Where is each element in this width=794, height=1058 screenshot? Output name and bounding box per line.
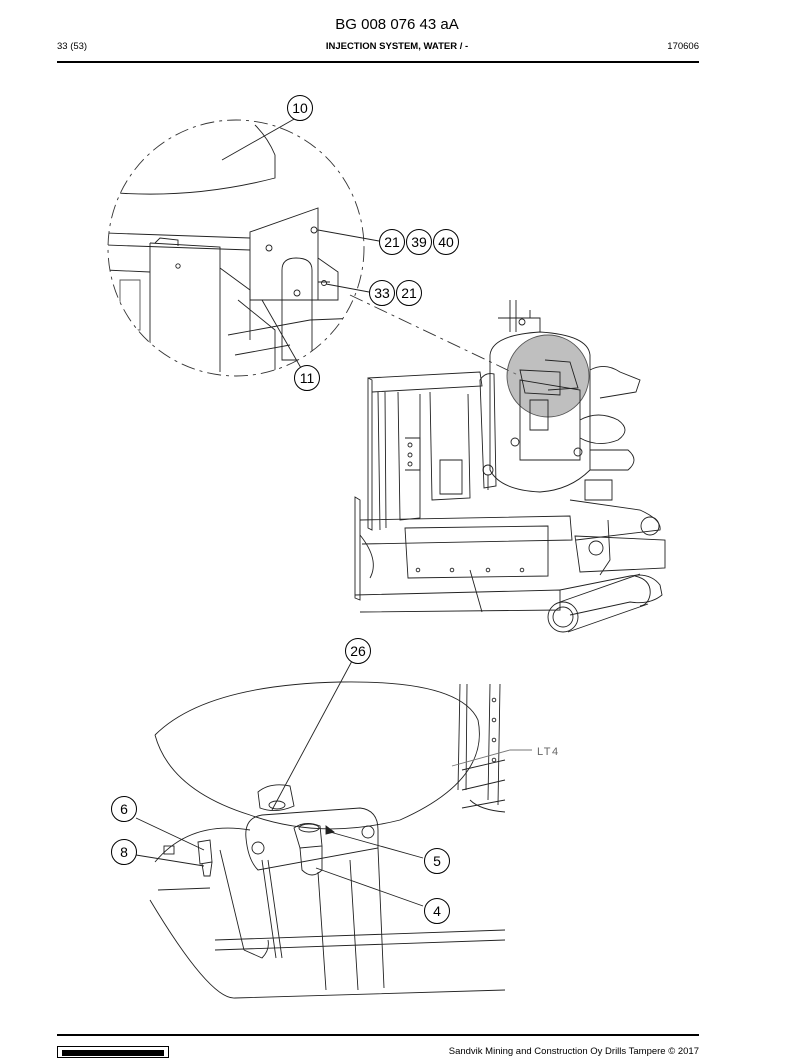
assembly-view: [354, 300, 666, 633]
svg-text:8: 8: [120, 844, 128, 860]
svg-text:21: 21: [401, 285, 417, 301]
callout-21-top: 21: [379, 229, 405, 255]
callout-39: 39: [406, 229, 432, 255]
page-number: 33 (53): [57, 41, 88, 52]
footer-rule: [57, 1034, 699, 1036]
callout-10: 10: [287, 95, 313, 121]
callout-26: 26: [345, 638, 371, 664]
callout-8: 8: [111, 839, 137, 865]
svg-text:26: 26: [350, 643, 366, 659]
section-title: INJECTION SYSTEM, WATER / -: [325, 41, 469, 52]
svg-text:5: 5: [433, 853, 441, 869]
svg-text:40: 40: [438, 234, 454, 250]
callout-6: 6: [111, 796, 137, 822]
detail-view-bottom: [135, 660, 532, 999]
callout-40: 40: [433, 229, 459, 255]
svg-text:21: 21: [384, 234, 400, 250]
document-id: BG 008 076 43 aA: [335, 16, 459, 33]
svg-text:6: 6: [120, 801, 128, 817]
sandvik-logo: [57, 1046, 169, 1058]
svg-text:11: 11: [300, 370, 315, 386]
svg-text:4: 4: [433, 903, 441, 919]
logo-wordmark-bar: [62, 1050, 164, 1056]
callout-11: 11: [294, 365, 320, 391]
callout-4: 4: [424, 898, 450, 924]
footer-copyright: Sandvik Mining and Construction Oy Drill…: [448, 1046, 699, 1057]
header-rule: [57, 61, 699, 63]
date-code: 170606: [667, 41, 699, 52]
svg-text:10: 10: [292, 100, 308, 116]
lt4-label: LT4: [537, 746, 560, 758]
callout-21-lower: 21: [396, 280, 422, 306]
svg-text:39: 39: [411, 234, 427, 250]
callout-33: 33: [369, 280, 395, 306]
callout-5: 5: [424, 848, 450, 874]
svg-text:33: 33: [374, 285, 390, 301]
